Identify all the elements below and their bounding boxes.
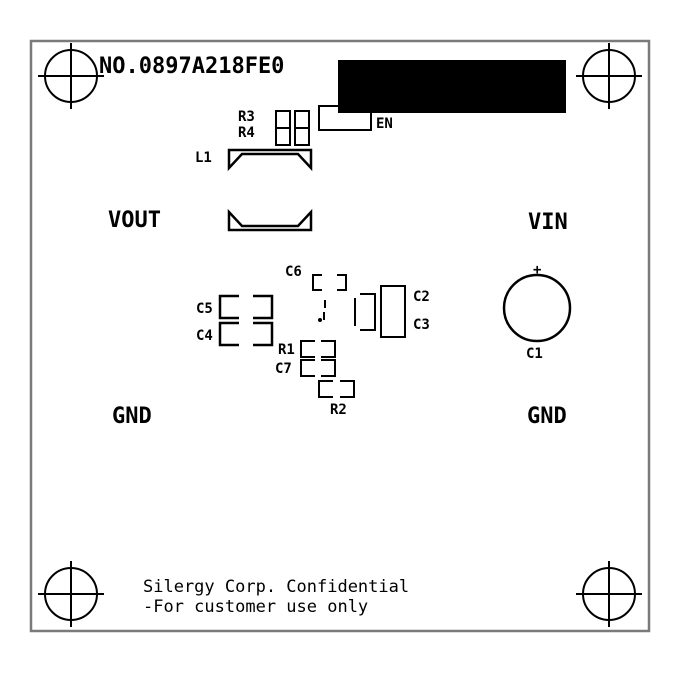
- mounting-hole-bottom-right: [576, 561, 642, 627]
- mounting-hole-top-right: [576, 43, 642, 109]
- resistor-r3-footprint: [275, 110, 291, 146]
- vout-label: VOUT: [108, 208, 161, 233]
- capacitor-c1-footprint: [502, 273, 572, 343]
- resistor-r2-footprint: [318, 380, 355, 398]
- board-outline: [29, 39, 651, 633]
- mounting-hole-bottom-left: [38, 561, 104, 627]
- r2-label: R2: [330, 402, 347, 418]
- inductor-l1-footprint: [227, 148, 313, 232]
- c5-label: C5: [196, 301, 213, 317]
- c1-polarity-mark: +: [533, 262, 541, 278]
- r3-label: R3: [238, 109, 255, 125]
- gnd-right-label: GND: [527, 404, 567, 429]
- mounting-hole-top-left: [38, 43, 104, 109]
- part-number: NO.0897A218FE0: [99, 54, 284, 79]
- c6-label: C6: [285, 264, 302, 280]
- capacitor-c7-footprint: [300, 359, 336, 377]
- c4-label: C4: [196, 328, 213, 344]
- r4-label: R4: [238, 125, 255, 141]
- en-pad: [318, 105, 372, 131]
- capacitor-c6-footprint: [312, 274, 347, 291]
- l1-label: L1: [195, 150, 212, 166]
- capacitor-c5-footprint: [218, 294, 274, 320]
- vin-label: VIN: [528, 210, 568, 235]
- en-label: EN: [376, 116, 393, 132]
- ic-marker: [318, 300, 326, 322]
- capacitor-c4-footprint: [218, 321, 274, 347]
- gnd-left-label: GND: [112, 404, 152, 429]
- confidential-line-2: -For customer use only: [143, 597, 368, 617]
- c1-label: C1: [526, 346, 543, 362]
- c2-label: C2: [413, 289, 430, 305]
- redacted-block: [338, 60, 566, 113]
- resistor-r4-footprint: [294, 110, 310, 146]
- capacitor-c2-c3-footprint: [354, 285, 406, 338]
- r1-label: R1: [278, 342, 295, 358]
- c7-label: C7: [275, 361, 292, 377]
- confidential-line-1: Silergy Corp. Confidential: [143, 577, 409, 597]
- c3-label: C3: [413, 317, 430, 333]
- resistor-r1-footprint: [300, 340, 336, 358]
